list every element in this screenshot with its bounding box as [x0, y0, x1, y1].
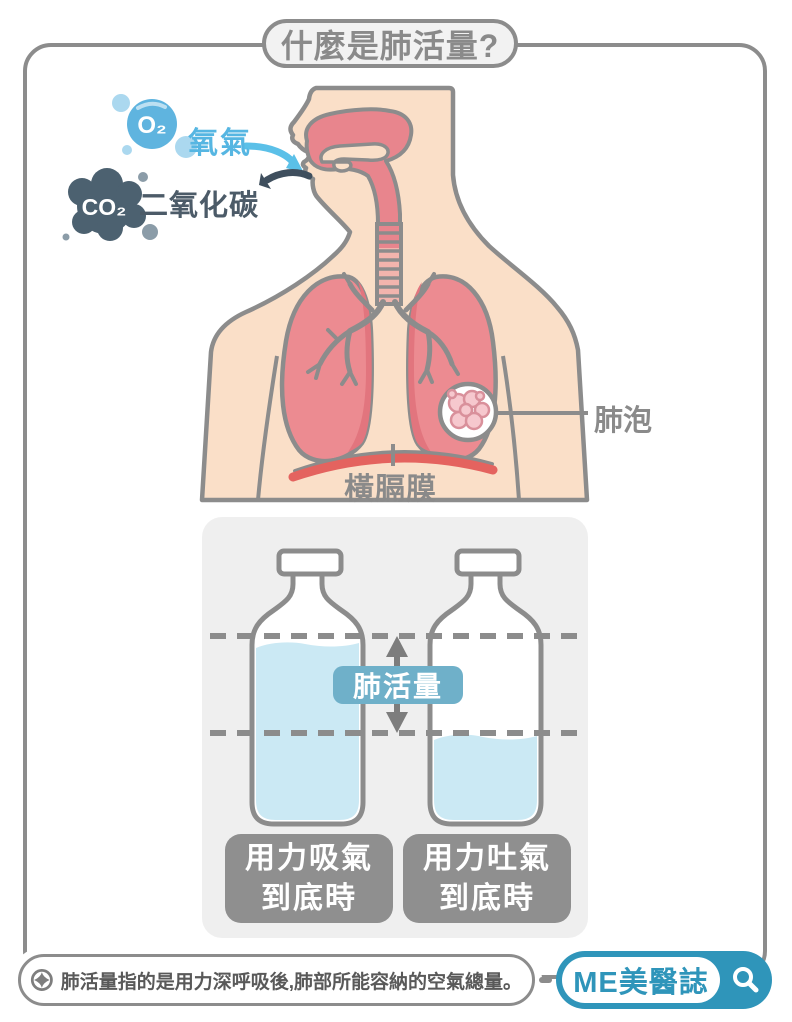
footer-description: 肺活量指的是用力深呼吸後,肺部所能容納的空氣總量。	[60, 971, 522, 993]
torso-illustration	[199, 85, 590, 503]
exhale-caption-line1: 用力吐氣	[423, 841, 551, 875]
co2-cloud-text: CO₂	[82, 194, 127, 220]
oxygen-molecule-text: O₂	[137, 112, 166, 139]
alveoli-label: 肺泡	[594, 405, 653, 437]
footer-logo-connector	[539, 977, 552, 983]
palate-tongue	[319, 142, 390, 173]
footer-note: 肺活量指的是用力深呼吸後,肺部所能容納的空氣總量。	[18, 954, 535, 1006]
page-title: 什麼是肺活量?	[262, 19, 518, 68]
inhale-arrow-icon	[242, 142, 304, 173]
co2-cloud-icon: CO₂	[62, 168, 158, 241]
trachea-upper	[377, 224, 401, 248]
exhale-caption: 用力吐氣 到底時	[403, 834, 571, 923]
badge-star-icon	[30, 969, 53, 991]
exhale-arrow-icon	[259, 169, 313, 189]
co2-label: 二氧化碳	[139, 190, 260, 222]
page-title-text: 什麼是肺活量?	[280, 27, 500, 64]
inhale-caption-line2: 到底時	[261, 881, 357, 915]
bronchi	[306, 272, 460, 386]
brand-logo: ME美醫誌	[556, 951, 772, 1009]
oxygen-label: 氧氣	[188, 127, 252, 160]
trachea-rings	[377, 231, 401, 298]
trachea-outline	[375, 222, 403, 306]
diaphragm-label: 橫膈膜	[344, 473, 437, 506]
left-arm-line	[256, 355, 279, 501]
inhale-caption-line1: 用力吸氣	[245, 841, 373, 875]
brand-name: ME美醫誌	[562, 957, 720, 1003]
alveoli-zoom	[437, 381, 499, 443]
oxygen-molecule-icon: O₂	[112, 94, 197, 158]
water-low	[434, 734, 537, 820]
exhale-caption-line2: 到底時	[439, 881, 535, 915]
bottle-low	[430, 551, 541, 824]
airway-red	[304, 107, 414, 226]
capacity-badge: 肺活量	[333, 666, 463, 704]
right-arm-line	[501, 355, 521, 501]
search-icon	[733, 967, 759, 993]
inhale-caption: 用力吸氣 到底時	[225, 834, 393, 923]
capacity-badge-text: 肺活量	[352, 671, 443, 702]
